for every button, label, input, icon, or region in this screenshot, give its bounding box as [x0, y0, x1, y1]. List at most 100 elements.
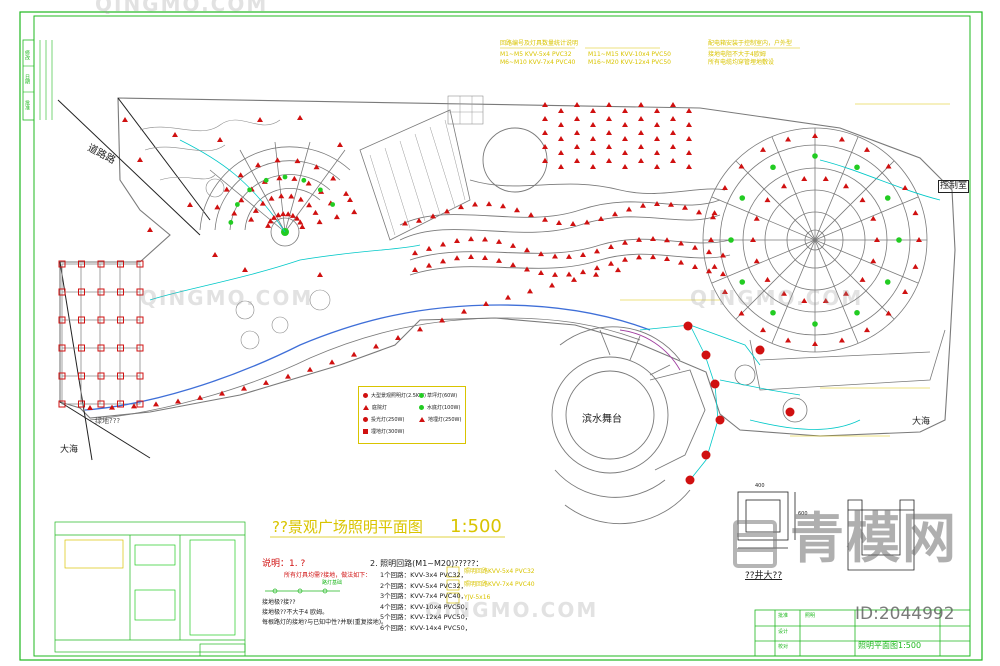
legend-text: 埋地灯(300W)	[371, 429, 405, 435]
lamp-triangle	[510, 262, 516, 268]
lamp-square	[136, 344, 144, 352]
lamp-triangle	[902, 185, 909, 190]
legend-text: 投光灯(250W)	[371, 417, 405, 423]
yellow-note: M6~M10 KVV-7x4 PVC40	[500, 59, 576, 66]
lamp-square	[78, 344, 85, 352]
lamp-triangle	[678, 240, 684, 246]
lamp-triangle	[542, 102, 548, 107]
lamp-square	[97, 316, 105, 324]
lamp-triangle	[650, 254, 656, 260]
well-dim-top: 400	[755, 483, 765, 489]
lamp-triangle	[343, 190, 350, 196]
legend-item: 庭院灯	[363, 404, 387, 411]
lamp-triangle	[885, 310, 892, 316]
lamp-triangle	[333, 214, 340, 220]
lamp-triangle	[638, 144, 644, 149]
lamp-triangle	[255, 162, 262, 168]
legend-text: 草坪灯(60W)	[427, 393, 458, 399]
lamp-triangle	[590, 164, 596, 169]
lamp-triangle	[622, 256, 628, 262]
lamp-triangle	[307, 366, 313, 372]
lamp-triangle	[528, 212, 534, 218]
lamp-triangle	[864, 146, 870, 152]
lamp-square	[136, 288, 144, 296]
legend-list: 大型景观照明灯(2.5KW) 庭院灯投光灯(250W) 埋地灯(300W) 草坪灯(6…	[359, 387, 465, 443]
lamp-triangle	[590, 150, 596, 155]
lamp-triangle	[440, 258, 446, 264]
big-lamp	[683, 321, 693, 331]
lamp-triangle	[248, 216, 255, 222]
lamp-triangle	[590, 136, 596, 141]
watermark-top: QINGMO.COM	[95, 0, 269, 16]
lamp-triangle	[654, 122, 660, 127]
lamp-triangle	[822, 175, 829, 181]
lamp-triangle	[622, 136, 628, 141]
lamp-triangle	[622, 239, 628, 245]
lamp-triangle	[764, 276, 771, 282]
lamp-triangle	[668, 201, 674, 207]
lamp-triangle	[859, 276, 866, 282]
lamp-triangle	[278, 193, 285, 199]
lamp-triangle	[622, 150, 628, 155]
lamp-triangle	[542, 216, 548, 222]
lamp-triangle	[482, 236, 488, 242]
lamp-triangle	[612, 211, 618, 217]
lamp-triangle	[500, 203, 506, 209]
lamp-triangle	[753, 215, 760, 221]
lamp-triangle	[524, 247, 530, 253]
lamp-triangle	[885, 163, 892, 169]
lamp-square	[78, 316, 85, 324]
lamp-triangle	[636, 254, 642, 260]
red-triangle-icon	[419, 417, 425, 422]
lamp-triangle	[664, 237, 670, 243]
lamp-square	[78, 260, 85, 268]
lamp-triangle	[347, 197, 353, 202]
legend-text: 大型景观照明灯(2.5KW)	[371, 393, 426, 399]
lamp-triangle	[505, 294, 511, 300]
lamp-triangle	[812, 341, 818, 346]
lamp-triangle	[351, 209, 358, 215]
well-detail-label: ??井大??	[745, 571, 783, 581]
lamp-triangle	[870, 258, 877, 264]
lamp-triangle	[670, 130, 676, 135]
lamp-legend: 大型景观照明灯(2.5KW) 庭院灯投光灯(250W) 埋地灯(300W) 草坪灯(6…	[358, 386, 466, 444]
lawn-lamp	[247, 187, 253, 193]
lamp-triangle	[175, 398, 181, 404]
lamp-triangle	[329, 359, 335, 365]
promenade	[84, 304, 651, 421]
landscape-contours	[139, 119, 331, 350]
lamp-triangle	[566, 253, 572, 259]
lamp-triangle	[289, 212, 296, 218]
lamp-triangle	[781, 290, 787, 296]
lamp-triangle	[608, 260, 614, 266]
lamp-triangle	[670, 102, 676, 107]
lamp-triangle	[584, 219, 590, 225]
red-circle-icon	[363, 417, 368, 422]
lamp-triangle	[912, 210, 919, 216]
lamp-triangle	[268, 195, 275, 201]
lamp-triangle	[430, 213, 436, 219]
lawn-lamp	[330, 202, 336, 207]
lamp-triangle	[843, 290, 849, 296]
hatched-walk	[359, 95, 484, 241]
lamp-triangle	[558, 122, 564, 127]
lamp-triangle	[594, 248, 600, 254]
lamp-triangle	[721, 289, 728, 294]
lamp-triangle	[297, 115, 303, 120]
tb-checker: 校对	[778, 644, 789, 650]
lamp-triangle	[542, 144, 548, 149]
lamp-square	[58, 372, 66, 380]
control-room-label: 控制室	[938, 180, 970, 193]
round-plaza	[702, 127, 928, 353]
cable-line: 4个回路：KVV-10x4 PVC50，	[380, 602, 472, 611]
lamp-triangle	[760, 146, 766, 152]
yellow-note: M16~M20 KVV-12x4 PVC50	[588, 59, 671, 66]
lamp-triangle	[472, 201, 478, 207]
lamp-square	[58, 344, 66, 352]
big-lamp	[701, 450, 711, 460]
lawn-lamp	[234, 202, 240, 207]
tb-designer: 设计	[778, 629, 789, 635]
yellow-note: 所有电缆均穿管埋地敷设	[708, 59, 775, 66]
lamp-triangle	[439, 317, 445, 323]
lamp-triangle	[912, 263, 919, 269]
